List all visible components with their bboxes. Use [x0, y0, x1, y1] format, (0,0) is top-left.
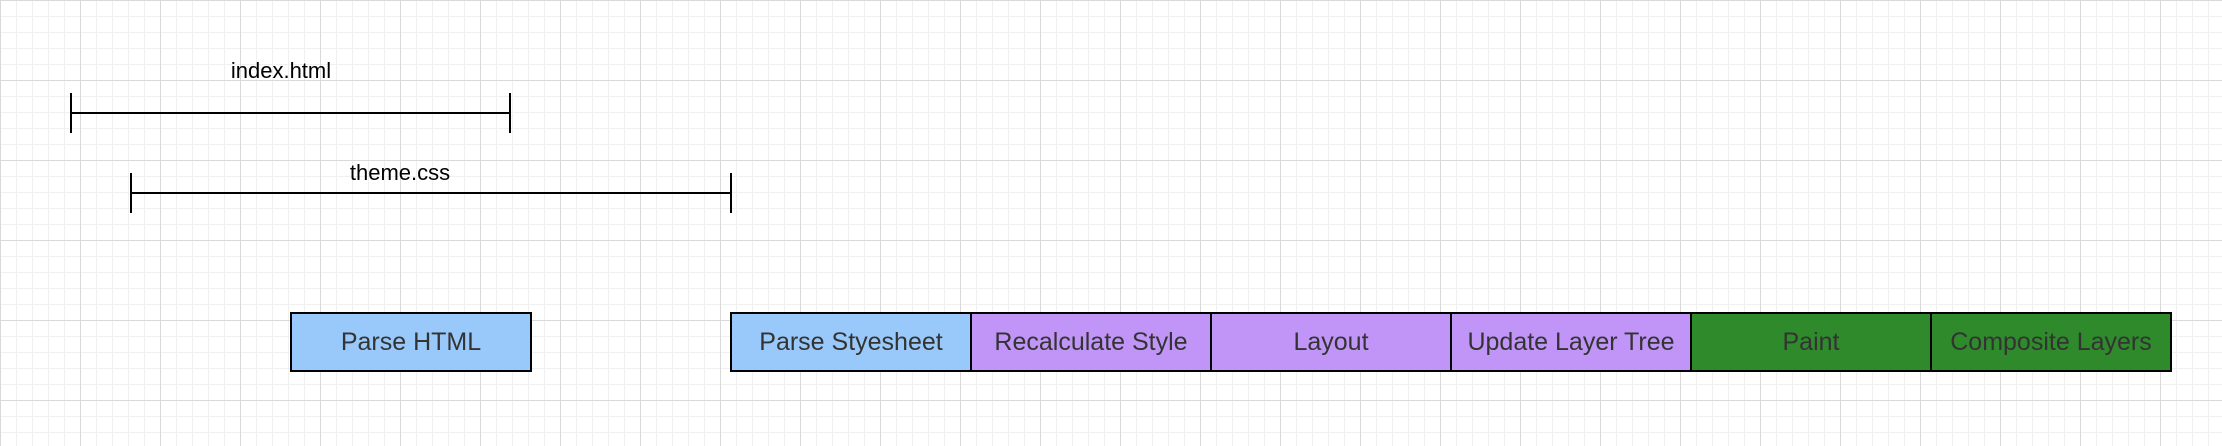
- block-update-layer-tree: Update Layer Tree: [1450, 312, 1692, 372]
- block-paint: Paint: [1690, 312, 1932, 372]
- block-layout: Layout: [1210, 312, 1452, 372]
- span-end-tick: [509, 93, 511, 133]
- block-parse-stylesheet: Parse Styesheet: [730, 312, 972, 372]
- block-label: Composite Layers: [1950, 327, 2152, 356]
- block-label: Paint: [1782, 327, 1840, 356]
- block-label: Parse Styesheet: [759, 327, 943, 356]
- block-composite-layers: Composite Layers: [1930, 312, 2172, 372]
- span-line: [70, 112, 510, 114]
- block-recalculate-style: Recalculate Style: [970, 312, 1212, 372]
- block-parse-html: Parse HTML: [290, 312, 532, 372]
- span-line: [130, 192, 731, 194]
- block-label: Update Layer Tree: [1467, 327, 1675, 356]
- request-label: theme.css: [349, 160, 451, 185]
- block-label: Layout: [1293, 327, 1369, 356]
- span-end-tick: [730, 173, 732, 213]
- request-label: index.html: [230, 58, 332, 83]
- block-label: Recalculate Style: [994, 327, 1188, 356]
- block-label: Parse HTML: [340, 327, 482, 356]
